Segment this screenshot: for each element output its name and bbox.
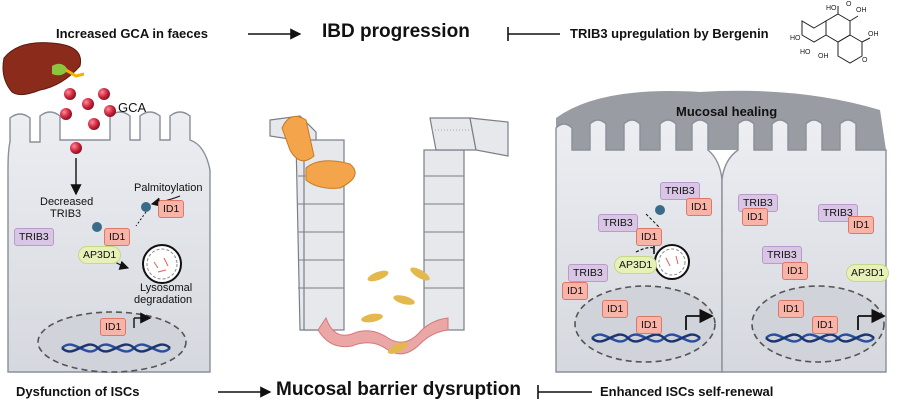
id1-box: ID1 bbox=[782, 262, 809, 280]
right-lysosome-icon bbox=[654, 244, 690, 280]
trib3-box: TRIB3 bbox=[762, 246, 802, 264]
footer-right-label: Enhanced ISCs self-renewal bbox=[600, 384, 774, 399]
bergenin-structure-icon bbox=[801, 6, 871, 64]
ap3d1-ellipse: AP3D1 bbox=[846, 264, 890, 282]
svg-text:OH: OH bbox=[818, 53, 829, 60]
id1-box: ID1 bbox=[562, 282, 589, 300]
id1-box: ID1 bbox=[848, 216, 875, 234]
svg-text:HO: HO bbox=[800, 49, 811, 56]
id1-box: ID1 bbox=[742, 208, 769, 226]
svg-text:OH: OH bbox=[868, 31, 879, 38]
id1-box: ID1 bbox=[104, 228, 131, 246]
footer-center-title: Mucosal barrier dysruption bbox=[276, 379, 521, 400]
header-center-title: IBD progression bbox=[322, 21, 470, 42]
left-nucleus bbox=[37, 311, 187, 373]
palmitate-icon bbox=[141, 202, 151, 212]
footer-left-label: Dysfunction of ISCs bbox=[16, 384, 140, 399]
liver-icon bbox=[2, 42, 82, 96]
trib3-box: TRIB3 bbox=[818, 204, 858, 222]
decreased-trib3-label: TRIB3 bbox=[50, 208, 82, 220]
nucleus-id1-box: ID1 bbox=[636, 316, 663, 334]
palmitoylation-label: Palmitoylation bbox=[134, 182, 203, 194]
nucleus-id1-box: ID1 bbox=[812, 316, 839, 334]
nucleus-id1-box: ID1 bbox=[100, 318, 127, 336]
id1-box: ID1 bbox=[636, 228, 663, 246]
svg-text:OH: OH bbox=[856, 7, 867, 14]
lysosome-icon bbox=[142, 244, 182, 284]
trib3-box: TRIB3 bbox=[14, 228, 54, 246]
ap3d1-ellipse: AP3D1 bbox=[78, 246, 122, 264]
right-dna-helix-2 bbox=[765, 333, 875, 343]
svg-text:HO: HO bbox=[826, 5, 837, 12]
trib3-box: TRIB3 bbox=[660, 182, 700, 200]
id1-box: ID1 bbox=[686, 198, 713, 216]
degradation-label: degradation bbox=[134, 294, 193, 306]
mucosal-healing-label: Mucosal healing bbox=[676, 104, 778, 119]
svg-text:HO: HO bbox=[790, 35, 801, 42]
svg-text:O: O bbox=[846, 1, 852, 8]
intestinal-crypt bbox=[269, 115, 509, 355]
header-left-label: Increased GCA in faeces bbox=[56, 26, 208, 41]
gca-label: GCA bbox=[118, 100, 147, 115]
id1-box-palmitoylated: ID1 bbox=[158, 200, 185, 218]
header-right-label: TRIB3 upregulation by Bergenin bbox=[570, 26, 769, 41]
gallbladder-icon bbox=[52, 63, 68, 76]
ap3d1-ellipse: AP3D1 bbox=[614, 256, 658, 274]
gca-molecules bbox=[60, 88, 116, 154]
right-dna-helix-1 bbox=[591, 333, 701, 343]
decreased-label: Decreased bbox=[40, 196, 94, 208]
trib3-box: TRIB3 bbox=[568, 264, 608, 282]
bergenin-labels: HO O OH OH O HO HO OH bbox=[790, 1, 879, 64]
svg-text:O: O bbox=[862, 57, 868, 64]
left-dna-helix bbox=[61, 343, 171, 353]
lysosomal-label: Lysosomal bbox=[140, 282, 193, 294]
nucleus-id1-box: ID1 bbox=[778, 300, 805, 318]
nucleus-id1-box: ID1 bbox=[602, 300, 629, 318]
trib3-box: TRIB3 bbox=[598, 214, 638, 232]
